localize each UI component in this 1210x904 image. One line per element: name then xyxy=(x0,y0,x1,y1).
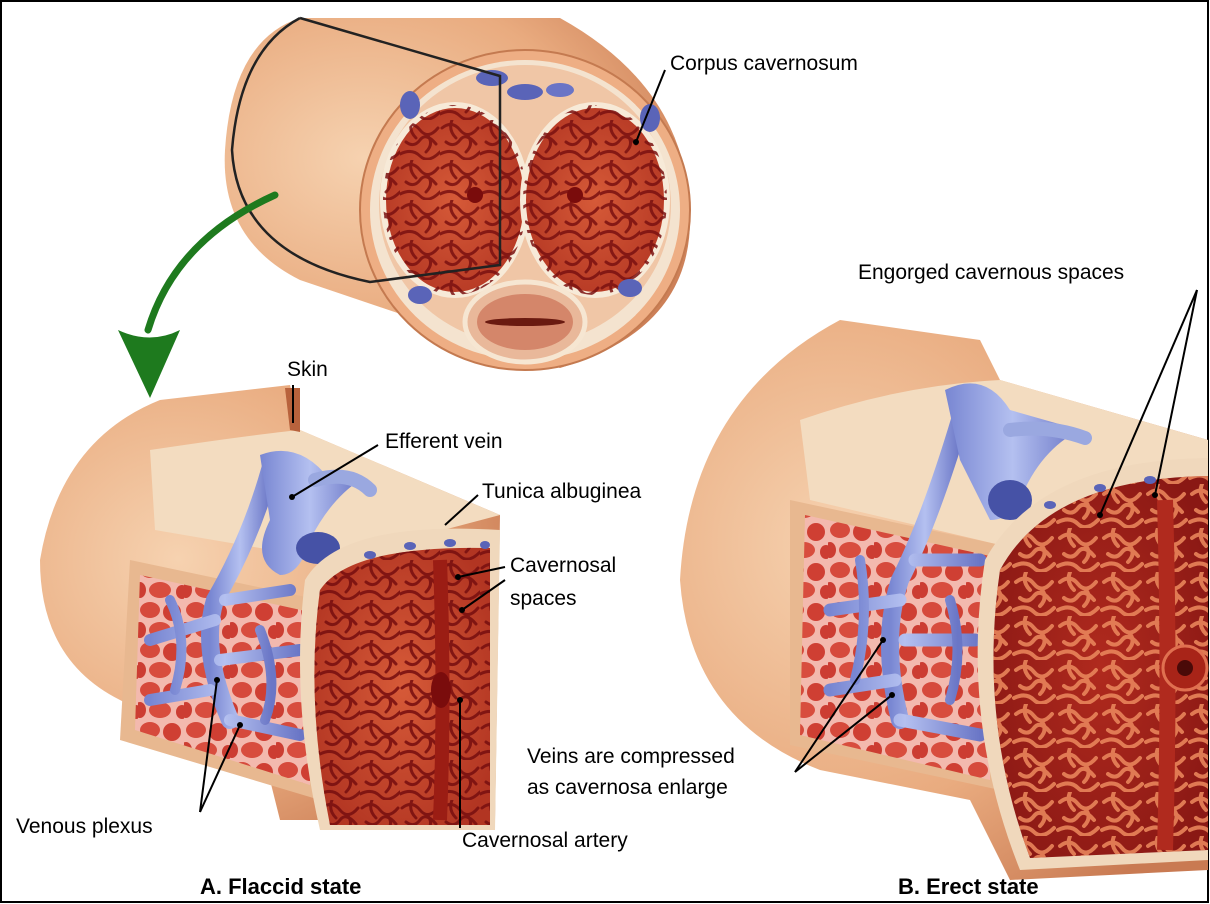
label-engorged-cavernous-spaces: Engorged cavernous spaces xyxy=(858,261,1124,285)
label-veins-compressed-1: Veins are compressed xyxy=(527,745,735,769)
label-tunica-albuginea: Tunica albuginea xyxy=(482,480,641,504)
label-cavernosal-spaces-2: spaces xyxy=(510,587,577,611)
label-corpus-cavernosum: Corpus cavernosum xyxy=(670,52,858,76)
top-cross-section xyxy=(225,18,690,370)
label-veins-compressed-2: as cavernosa enlarge xyxy=(527,776,728,800)
label-venous-plexus: Venous plexus xyxy=(16,815,153,839)
label-cavernosal-spaces-1: Cavernosal xyxy=(510,554,616,578)
caption-erect-state: B. Erect state xyxy=(898,874,1039,900)
label-cavernosal-artery: Cavernosal artery xyxy=(462,829,628,853)
label-efferent-vein: Efferent vein xyxy=(385,430,503,454)
erect-state-illustration xyxy=(680,320,1208,880)
caption-flaccid-state: A. Flaccid state xyxy=(200,874,361,900)
label-skin: Skin xyxy=(287,358,328,382)
